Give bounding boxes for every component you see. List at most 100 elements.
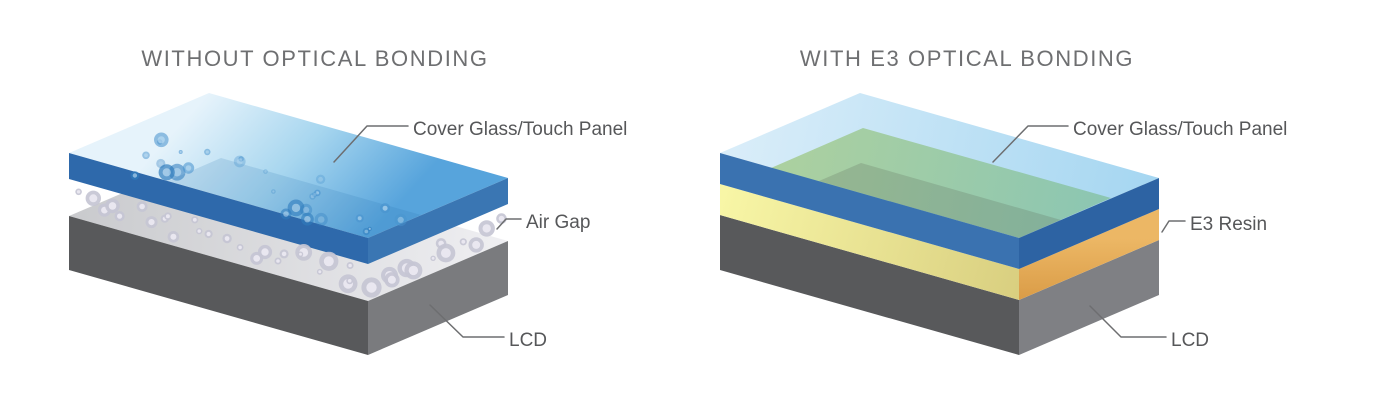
bubble [204,148,211,156]
bubble [387,275,396,284]
bubble [441,248,451,258]
bubble [182,162,195,174]
bubble [206,231,211,237]
bubble [179,151,182,153]
bubble [172,168,182,177]
bubble [271,189,276,194]
bubble [157,136,165,144]
right-annotations: Cover Glass/Touch Panel E3 Resin LCD [992,119,1287,351]
bubble [272,190,275,193]
bubble [144,153,148,158]
lcd-through-glass-inner-area [819,163,1061,238]
right-cover-glass-label: Cover Glass/Touch Panel [1073,119,1287,140]
bubble [303,206,310,213]
left-lcd-label: LCD [509,330,547,351]
right-cover-glass-slab [720,93,1159,269]
bubble [158,161,164,166]
bubble [472,240,481,249]
left-glass-front-face [69,153,368,264]
bubble [162,168,171,177]
air-gap-leader-line [496,218,522,230]
left-cover-glass-leader-line [333,125,409,163]
bubble [238,156,244,162]
bubble [315,174,326,184]
resin-right-face [1019,209,1159,300]
bubble [304,216,311,223]
bubble [382,205,388,211]
bubble [315,191,319,195]
right-glass-right-face [1019,178,1159,269]
left-glass-right-face [368,178,508,264]
e3-resin-layer [720,184,1159,300]
right-lcd-leader-line [1089,305,1167,338]
bubble [498,215,505,222]
bubble [291,203,301,213]
bubble [312,191,318,198]
bubble [170,233,177,240]
bubble [281,251,287,257]
left-glass-top-face [69,93,508,238]
bubble [366,282,377,293]
left-cover-glass-label: Cover Glass/Touch Panel [413,119,627,140]
diagram-without-optical-bonding: WITHOUT OPTICAL BONDING Cover Glass/Touc… [69,46,627,355]
bubble [397,216,404,223]
bubble [299,252,302,256]
bubble [318,270,322,274]
right-lcd-label: LCD [1171,330,1209,351]
air-gap-bubbles [75,188,507,298]
bubble [280,208,292,220]
bubble [108,202,117,210]
bubble [197,229,201,233]
bubble [348,263,352,268]
bubble [347,279,352,283]
bubble [357,216,362,221]
bubble [482,224,491,233]
resin-front-face [720,184,1019,300]
bubble [165,214,170,219]
bubble [148,219,155,226]
bubble [318,176,323,182]
bubble [89,194,98,203]
bubble [142,151,150,160]
bubble [314,212,328,227]
bubble [224,236,230,241]
bubble [139,203,145,210]
bubble [309,193,316,200]
e3-resin-leader-line [1161,220,1186,233]
bubble [185,165,192,171]
right-lcd-front-face [720,215,1019,355]
left-lcd-leader-line [429,304,505,338]
bubble [368,227,371,230]
left-lcd-front-face [69,216,368,355]
bubble [313,193,317,196]
bubble [394,213,407,227]
bubble [132,173,138,178]
right-glass-front-face [720,153,1019,269]
diagram-with-e3-optical-bonding: WITH E3 OPTICAL BONDING Cover Glass/Touc… [720,46,1287,355]
bubble [283,211,289,217]
bubble [233,155,246,168]
right-lcd-right-face [1019,240,1159,355]
bubble [236,158,243,165]
left-title: WITHOUT OPTICAL BONDING [141,46,488,71]
left-lcd-right-face [368,241,508,355]
bubble [253,255,261,262]
bubble [362,227,370,236]
left-cover-glass-slab [69,93,508,264]
bubble [154,132,169,148]
e3-resin-label: E3 Resin [1190,214,1267,235]
bubble [264,170,267,173]
right-cover-glass-leader-line [992,125,1069,163]
bubble [263,169,268,174]
bubble [238,245,242,250]
bubble [310,194,315,199]
bubble [239,157,243,161]
bubble [192,217,197,222]
left-annotations: Cover Glass/Touch Panel Air Gap LCD [333,119,627,351]
bubble [364,229,369,234]
right-lcd-slab [720,215,1159,355]
bubble [261,248,269,256]
right-title: WITH E3 OPTICAL BONDING [800,46,1134,71]
